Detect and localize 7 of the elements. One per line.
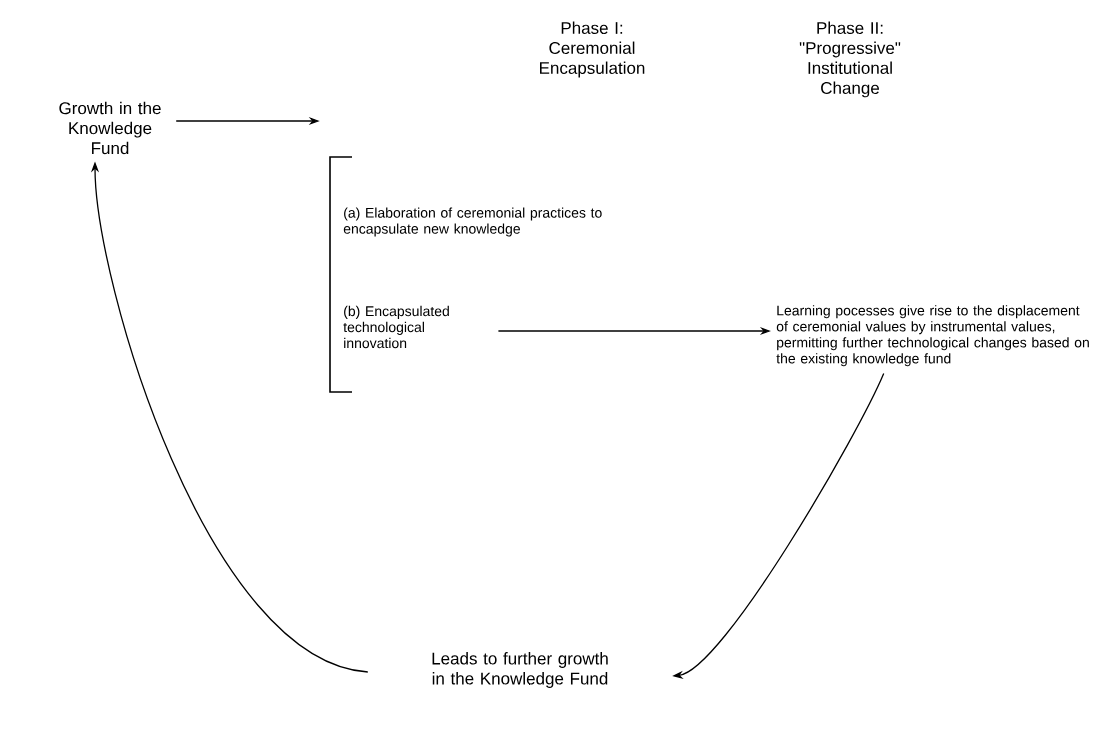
node-text: (b) Encapsulated technological innovation: [343, 305, 449, 349]
node-text: Leads to further growth in the Knowledge Fund: [432, 652, 608, 688]
phase-heading: Phase II: "Progressive" Institutional Change: [799, 21, 901, 98]
node-text: Growth in the Knowledge Fund: [59, 101, 161, 155]
phase-heading: Phase I: Ceremonial Encapsulation: [540, 21, 645, 78]
node-text: (a) Elaboration of ceremonial practices to encapsulate new knowledge: [343, 207, 602, 237]
node-text: Learning pocesses give rise to the displacement of ceremonial values by instrumental values, permitting further technological changes based on the existing knowledge fund: [776, 305, 1089, 367]
